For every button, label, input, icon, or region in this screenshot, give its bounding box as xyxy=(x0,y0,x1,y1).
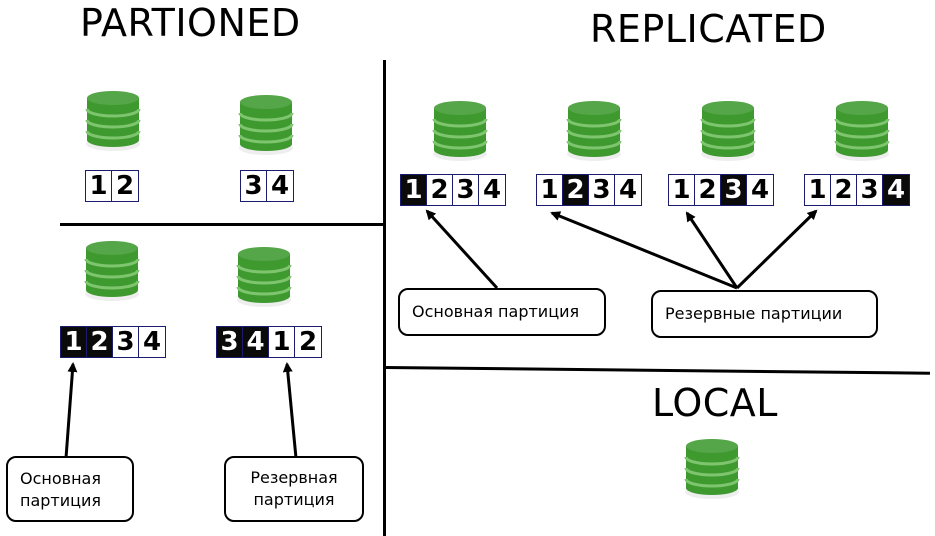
partition-cell: 3 xyxy=(113,327,139,357)
partition-cell-primary: 4 xyxy=(243,327,269,357)
arrow xyxy=(550,211,738,290)
partition-cell-primary: 1 xyxy=(401,175,427,205)
database-icon xyxy=(236,244,292,308)
partition-cell: 4 xyxy=(267,171,293,201)
replicated-title: REPLICATED xyxy=(590,7,827,51)
local-title: LOCAL xyxy=(652,381,778,425)
partition-cell: 1 xyxy=(669,175,695,205)
callout-partitioned-primary: Основная партиция xyxy=(6,456,134,522)
partition-cell: 4 xyxy=(139,327,165,357)
database-icon xyxy=(84,238,140,302)
partition-cell: 3 xyxy=(453,175,479,205)
partition-cell-primary: 3 xyxy=(721,175,747,205)
partition-cell-primary: 4 xyxy=(883,175,909,205)
partition-set: 1 2 3 4 xyxy=(668,174,774,206)
database-icon xyxy=(566,98,622,162)
partition-cell: 3 xyxy=(241,171,267,201)
database-icon xyxy=(432,98,488,162)
partition-cell: 4 xyxy=(747,175,773,205)
partition-cell: 1 xyxy=(805,175,831,205)
partition-cell-primary: 2 xyxy=(563,175,589,205)
partition-cell: 3 xyxy=(589,175,615,205)
partition-cell: 3 xyxy=(857,175,883,205)
partition-cell: 2 xyxy=(295,327,321,357)
partition-cell: 4 xyxy=(615,175,641,205)
database-icon xyxy=(684,436,740,500)
partition-cell: 2 xyxy=(831,175,857,205)
database-icon xyxy=(834,98,890,162)
arrow xyxy=(282,362,298,459)
partition-set: 1 2 3 4 xyxy=(804,174,910,206)
database-icon xyxy=(85,88,141,152)
partition-set: 1 2 3 4 xyxy=(60,326,166,358)
callout-replicated-backup: Резервные партиции xyxy=(651,290,878,338)
partition-cell: 2 xyxy=(427,175,453,205)
partition-cell-primary: 3 xyxy=(217,327,243,357)
partitioned-horizontal-divider xyxy=(60,223,385,226)
partition-cell: 4 xyxy=(479,175,505,205)
callout-replicated-primary: Основная партиция xyxy=(398,288,606,336)
arrow xyxy=(425,209,499,290)
database-icon xyxy=(700,98,756,162)
vertical-divider xyxy=(383,60,386,536)
callout-partitioned-backup: Резервная партиция xyxy=(224,456,364,522)
arrow xyxy=(735,209,818,290)
partition-cell-primary: 2 xyxy=(87,327,113,357)
partition-set: 3 4 1 2 xyxy=(216,326,322,358)
partition-cell-primary: 1 xyxy=(61,327,87,357)
partition-set: 3 4 xyxy=(240,170,294,202)
partition-cell: 2 xyxy=(112,171,138,201)
partition-set: 1 2 3 4 xyxy=(400,174,506,206)
partition-set: 1 2 3 4 xyxy=(536,174,642,206)
database-icon xyxy=(238,92,294,156)
partition-set: 1 2 xyxy=(85,170,139,202)
arrow xyxy=(64,362,78,459)
partition-cell: 1 xyxy=(537,175,563,205)
partition-cell: 2 xyxy=(695,175,721,205)
arrow xyxy=(685,211,739,289)
partitioned-title: PARTIONED xyxy=(80,1,301,45)
partition-cell: 1 xyxy=(269,327,295,357)
partition-cell: 1 xyxy=(86,171,112,201)
